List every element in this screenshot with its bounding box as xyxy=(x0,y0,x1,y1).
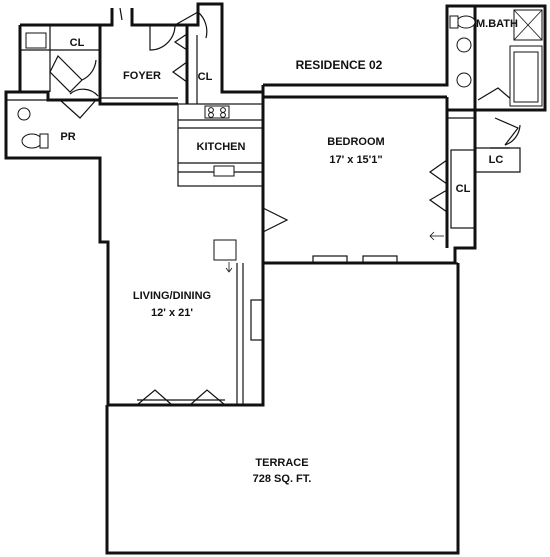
label-bedroom-closet: CL xyxy=(456,183,471,195)
label-entry-closet: CL xyxy=(70,37,85,49)
label-foyer-closet: CL xyxy=(198,71,213,83)
exterior-walls xyxy=(4,2,547,407)
label-powder-room: PR xyxy=(60,131,75,143)
room-labels: RESIDENCE 02 FOYER CL CL PR KITCHEN BEDR… xyxy=(60,18,518,485)
doors xyxy=(49,7,521,406)
fixtures xyxy=(17,9,543,261)
label-foyer: FOYER xyxy=(123,70,161,82)
label-bedroom-size: 17' x 15'1" xyxy=(329,154,382,166)
plan-title: RESIDENCE 02 xyxy=(296,58,383,72)
label-living-dining-size: 12' x 21' xyxy=(151,307,193,319)
label-terrace-area: 728 SQ. FT. xyxy=(253,473,312,485)
label-master-bath: M.BATH xyxy=(476,18,518,30)
label-bedroom: BEDROOM xyxy=(327,136,384,148)
label-kitchen: KITCHEN xyxy=(197,141,246,153)
label-terrace: TERRACE xyxy=(255,457,308,469)
label-living-dining: LIVING/DINING xyxy=(133,290,211,302)
label-linen-closet: LC xyxy=(489,154,504,166)
interior-walls xyxy=(6,25,521,405)
